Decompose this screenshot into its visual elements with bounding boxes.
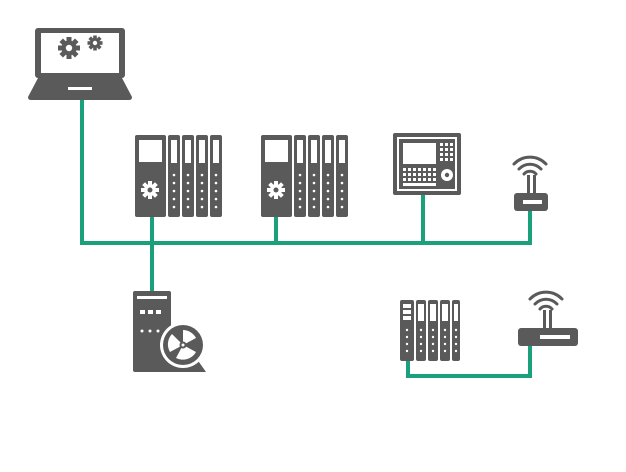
router-antenna-left [527,175,530,195]
plc-cpu-gear-icon [141,181,159,199]
laptop-gears-icon [58,35,103,59]
router-antenna-left [543,310,546,330]
hmi-navigation-pad [441,169,453,181]
router-status-led-bar [540,335,570,339]
laptop-screen [41,33,119,73]
hmi-panel [393,133,461,195]
wireless-router-2 [518,290,578,346]
plc-rack-2 [261,135,348,217]
link-io-to-router2 [406,344,532,378]
hmi-keypad [403,168,436,186]
plc-io-modules [168,135,222,217]
wifi-signal-icon [528,290,564,311]
plc-cpu-gear-icon [267,181,285,199]
router-status-led-bar [523,200,542,204]
hmi-side-keys [440,143,453,161]
wifi-signal-icon [512,155,548,176]
server-panel-top [137,296,167,299]
server-with-drive [133,291,206,372]
remote-io-rack [400,300,460,361]
hmi-screen [403,143,436,164]
engineering-laptop [28,28,132,100]
router-antenna-right [533,175,536,195]
plc-cpu-display [265,140,288,162]
plc-cpu-display [139,140,162,162]
plc-rack-1 [135,135,222,217]
server-indicator-lights [140,310,161,333]
network-links [80,98,532,378]
wireless-router-1 [512,155,548,211]
plc-io-modules [294,135,348,217]
laptop-touchpad [68,87,92,90]
drive-fan-icon [167,330,196,360]
router-antenna-right [549,310,552,330]
